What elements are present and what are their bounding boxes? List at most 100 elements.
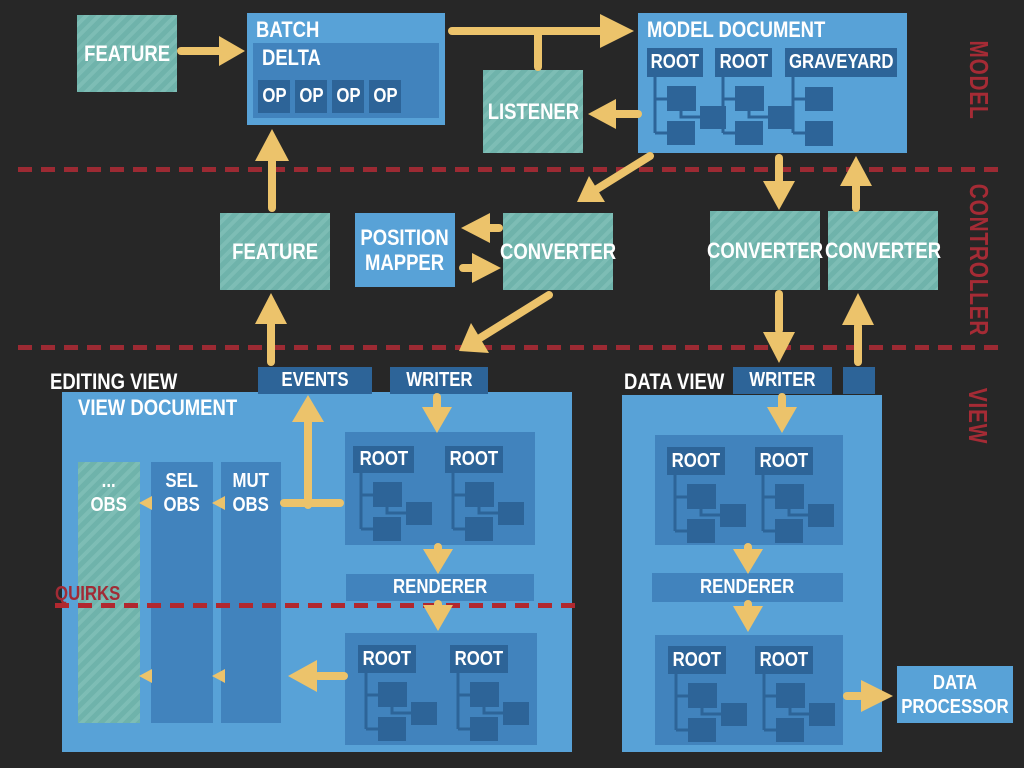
model-zone-label: MODEL — [964, 40, 995, 120]
position-mapper-label: POSITION MAPPER — [361, 225, 449, 275]
model-zone-text: MODEL — [964, 40, 995, 120]
model-feature-label: FEATURE — [84, 40, 170, 66]
arrow-converter-up-to-model-document — [840, 156, 872, 212]
model-feature-box: FEATURE — [77, 15, 177, 92]
root-text: ROOT — [672, 648, 722, 671]
delta-label: DELTA — [262, 45, 321, 70]
arrow-feature-to-batch — [177, 36, 245, 66]
arrow-events-to-controller-feature — [255, 293, 287, 366]
editing-top-root-panel: ROOT ROOT — [345, 432, 535, 545]
observer-column-mutation: MUT OBS — [221, 462, 281, 723]
observer-column-other: ... OBS — [78, 462, 140, 723]
root-text: ROOT — [719, 51, 768, 73]
op-box: OP — [295, 80, 327, 113]
data-processor-box: DATA PROCESSOR — [897, 666, 1013, 723]
arrow-position-mapper-to-converter — [459, 253, 501, 283]
controller-zone-label: CONTROLLER — [965, 184, 995, 336]
editing-renderer-box: RENDERER — [346, 574, 534, 601]
root-label: ROOT — [450, 645, 508, 673]
data-writer-label: WRITER — [749, 369, 816, 391]
delta-box: DELTA OP OP OP OP — [253, 43, 439, 118]
position-mapper-line1: POSITION — [360, 225, 450, 250]
root-text: ROOT — [449, 448, 499, 470]
controller-zone-text: CONTROLLER — [964, 183, 995, 337]
observer-sel-label: SEL OBS — [164, 469, 200, 517]
arrow-converter-down-to-data-writer — [763, 290, 795, 363]
quirks-divider — [55, 603, 575, 608]
root-text: ROOT — [759, 449, 809, 472]
root-text: ROOT — [362, 647, 412, 670]
converter-down-label: CONVERTER — [706, 237, 824, 263]
op-label: OP — [261, 85, 287, 107]
data-processor-line2: PROCESSOR — [901, 695, 1009, 718]
data-processor-line1: DATA — [932, 671, 978, 694]
root-label: ROOT — [667, 447, 725, 475]
op-box: OP — [332, 80, 364, 113]
op-label: OP — [335, 85, 361, 107]
root-text: ROOT — [671, 449, 721, 472]
root-label: ROOT — [353, 446, 414, 473]
arrow-batch-to-model-document — [448, 14, 634, 48]
root-text: ROOT — [650, 51, 700, 73]
editing-writer-box: WRITER — [390, 367, 488, 394]
arrow-converter-to-position-mapper — [461, 213, 503, 243]
position-mapper-box: POSITION MAPPER — [355, 213, 455, 287]
root-text: ROOT — [454, 647, 504, 670]
model-controller-divider — [18, 167, 1006, 172]
model-root-label: ROOT — [647, 48, 703, 77]
arrow-model-document-to-converter-down — [763, 154, 795, 210]
view-document-label: VIEW DOCUMENT — [78, 395, 238, 420]
arrow-model-document-to-listener — [588, 99, 642, 129]
observer-sel-line1: SEL — [165, 470, 199, 492]
converter-down-box: CONVERTER — [706, 211, 824, 290]
op-box: OP — [369, 80, 401, 113]
data-view-title: DATA VIEW — [624, 369, 725, 394]
observer-mut-line2: OBS — [232, 494, 270, 516]
root-label: ROOT — [445, 446, 503, 473]
data-view-small-box — [843, 367, 875, 394]
data-processor-label: DATA PROCESSOR — [901, 671, 1008, 719]
batch-box: BATCH DELTA OP OP OP OP — [247, 13, 445, 125]
listener-box: LISTENER — [483, 70, 583, 153]
root-label: ROOT — [755, 646, 813, 674]
events-label: EVENTS — [281, 369, 349, 391]
view-zone-text: VIEW — [963, 387, 994, 445]
root-text: ROOT — [359, 448, 408, 470]
op-label: OP — [298, 85, 324, 107]
observer-other-line2: OBS — [90, 494, 128, 516]
data-renderer-label: RENDERER — [700, 576, 795, 598]
position-mapper-line2: MAPPER — [365, 250, 445, 275]
data-top-root-panel: ROOT ROOT — [655, 435, 843, 545]
graveyard-label: GRAVEYARD — [785, 48, 897, 77]
root-label: ROOT — [358, 645, 416, 673]
converter-center-label: CONVERTER — [499, 238, 617, 264]
root-label: ROOT — [755, 447, 813, 475]
batch-label: BATCH — [256, 17, 320, 42]
data-writer-box: WRITER — [733, 367, 832, 394]
converter-up-label: CONVERTER — [824, 237, 942, 263]
quirks-label: QUIRKS — [55, 583, 121, 605]
editing-writer-label: WRITER — [405, 369, 473, 391]
observer-mut-label: MUT OBS — [233, 469, 269, 517]
observer-sel-line2: OBS — [163, 494, 201, 516]
op-box: OP — [258, 80, 290, 113]
listener-label: LISTENER — [487, 98, 579, 124]
model-document-box: MODEL DOCUMENT ROOT ROOT GRAVEYARD — [638, 13, 907, 153]
controller-feature-label: FEATURE — [232, 238, 318, 264]
data-renderer-box: RENDERER — [652, 573, 843, 602]
editing-renderer-label: RENDERER — [392, 576, 488, 598]
model-root-label: ROOT — [715, 48, 772, 77]
editing-bottom-root-panel: ROOT ROOT — [345, 633, 537, 745]
graveyard-text: GRAVEYARD — [788, 51, 894, 73]
editing-view-title: EDITING VIEW — [50, 369, 178, 394]
events-box: EVENTS — [258, 367, 372, 394]
op-label: OP — [372, 85, 398, 107]
data-bottom-root-panel: ROOT ROOT — [655, 635, 843, 745]
root-text: ROOT — [759, 648, 809, 671]
controller-feature-box: FEATURE — [220, 213, 330, 290]
observer-other-label: ... OBS — [91, 469, 127, 517]
arrow-small-box-to-converter-up — [842, 293, 874, 366]
observer-column-selection: SEL OBS — [151, 462, 213, 723]
observer-other-line1: ... — [101, 470, 116, 492]
